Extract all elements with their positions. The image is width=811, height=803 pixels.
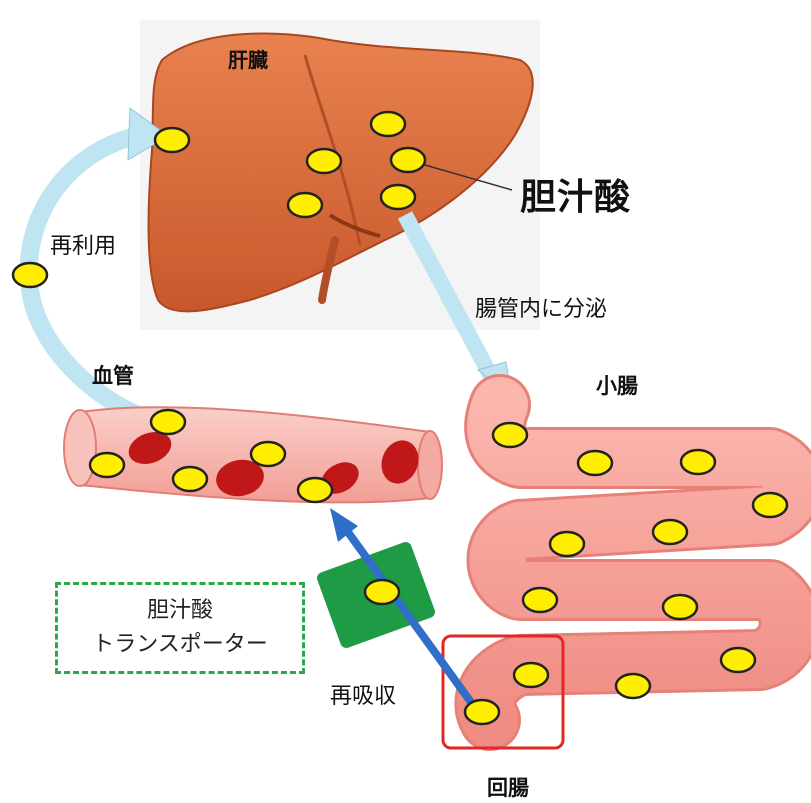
bile-acid-dot bbox=[298, 478, 332, 502]
bile-acid-dot bbox=[151, 410, 185, 434]
bile-acid-dot bbox=[155, 128, 189, 152]
bile-acid-dot bbox=[288, 193, 322, 217]
blood-vessel-label: 血管 bbox=[92, 360, 134, 390]
transporter-legend-line2: トランスポーター bbox=[92, 628, 268, 662]
bile-acid-label: 胆汁酸 bbox=[520, 168, 631, 220]
bile-acid-dot bbox=[550, 532, 584, 556]
small-intestine-label: 小腸 bbox=[596, 370, 638, 400]
bile-acid-dot bbox=[365, 580, 399, 604]
transporter-legend: 胆汁酸 トランスポーター bbox=[55, 582, 305, 674]
bile-acid-dot bbox=[251, 442, 285, 466]
bile-acid-dot bbox=[721, 648, 755, 672]
bile-acid-dot bbox=[493, 423, 527, 447]
bile-acid-dot bbox=[90, 453, 124, 477]
bile-acid-dot bbox=[173, 467, 207, 491]
bile-acid-dot bbox=[523, 588, 557, 612]
bile-acid-dot bbox=[663, 595, 697, 619]
liver-label: 肝臓 bbox=[228, 44, 268, 73]
bile-acid-dot bbox=[753, 493, 787, 517]
bile-acid-dot bbox=[381, 185, 415, 209]
bile-acid-dot bbox=[307, 149, 341, 173]
secretion-label: 腸管内に分泌 bbox=[475, 291, 607, 323]
reabsorption-label: 再吸収 bbox=[330, 678, 396, 710]
transporter-legend-line1: 胆汁酸 bbox=[147, 594, 213, 628]
bile-acid-dot bbox=[13, 263, 47, 287]
bile-acid-dot bbox=[681, 450, 715, 474]
bile-acid-dot bbox=[616, 674, 650, 698]
bile-acid-dot bbox=[465, 700, 499, 724]
ileum-label: 回腸 bbox=[487, 772, 529, 802]
bile-acid-dot bbox=[578, 451, 612, 475]
reuse-label: 再利用 bbox=[50, 228, 116, 260]
bile-acid-dot bbox=[391, 148, 425, 172]
bile-acid-dot bbox=[653, 520, 687, 544]
bile-acid-dot bbox=[514, 663, 548, 687]
bile-acid-dot bbox=[371, 112, 405, 136]
